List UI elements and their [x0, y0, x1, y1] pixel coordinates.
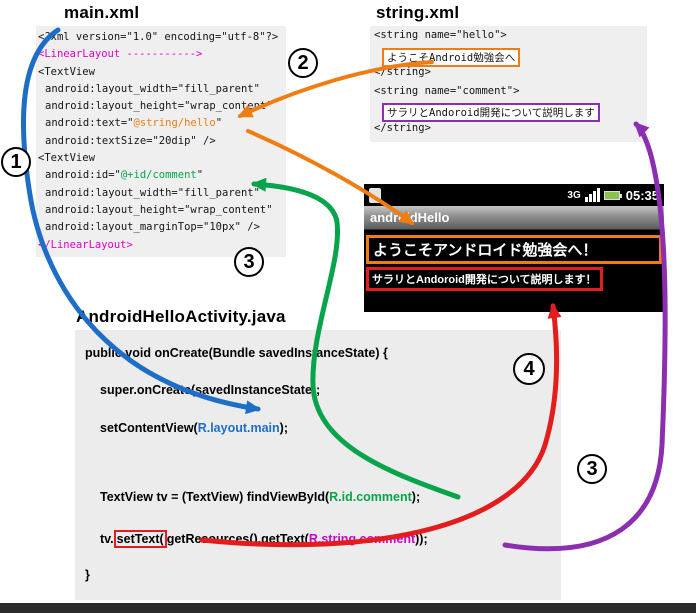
xml-line: android:textSize="20dip" /> [45, 134, 216, 147]
xml-line: <?xml version="1.0" encoding="utf-8"?> [38, 31, 279, 43]
r-id-comment-reference: R.id.comment [329, 490, 412, 504]
xml-line-text-attr: android:text="@string/hello" [38, 115, 284, 132]
xml-line: <string name="comment"> [374, 84, 520, 97]
xml-line: <string name="hello"> [374, 29, 507, 41]
string-hello-reference: @string/hello [133, 117, 216, 130]
java-code-block: public void onCreate(Bundle savedInstanc… [75, 330, 561, 600]
xml-line: </string> [374, 66, 431, 79]
signal-strength-icon [584, 188, 600, 202]
xml-line: android:layout_width="fill_parent" [45, 186, 260, 199]
step-3-badge-right: 3 [577, 454, 607, 484]
step-3-badge-left: 3 [234, 247, 264, 277]
id-comment-reference: @+id/comment [120, 169, 197, 182]
xml-line: <TextView [38, 65, 95, 78]
code-token: android:text=" [45, 117, 134, 130]
string-xml-title: string.xml [376, 3, 460, 22]
comment-text-display: サラリとAndoroid開発について説明します！ [366, 267, 603, 291]
comment-string-highlight: サラリとAndoroid開発について説明します [382, 103, 600, 123]
hello-text-display: ようこそアンドロイド勉強会へ！ [366, 235, 662, 264]
java-line: public void onCreate(Bundle savedInstanc… [85, 346, 388, 360]
string-xml-code-block: <string name="hello"> ようこそAndroid勉強会へ </… [370, 26, 647, 142]
status-bar: 3G 05:35 [364, 184, 664, 206]
xml-line: <TextView [38, 152, 95, 165]
step-4-badge: 4 [513, 353, 545, 385]
phone-screenshot: 3G 05:35 androidHello ようこそアンドロイド勉強会へ！ サラ… [364, 184, 664, 312]
bottom-bar [0, 603, 696, 613]
r-string-comment-reference: R.string.comment [308, 532, 416, 546]
main-xml-code-block: <?xml version="1.0" encoding="utf-8"?> <… [36, 26, 286, 257]
java-file-title: AndroidHelloActivity.java [76, 307, 286, 326]
xml-line: android:layout_marginTop="10px" /> [45, 221, 260, 234]
code-token: ); [411, 490, 421, 504]
code-token: android:id=" [45, 169, 121, 182]
java-line-settext: tv.setText(getResources().getText(R.stri… [100, 530, 428, 548]
r-layout-main-reference: R.layout.main [197, 421, 280, 435]
java-line-setcontentview: setContentView(R.layout.main); [100, 421, 288, 435]
main-xml-title: main.xml [64, 3, 140, 22]
code-token: ); [279, 421, 288, 435]
code-token: " [196, 169, 204, 182]
notification-icon [369, 187, 381, 203]
java-line: } [85, 568, 90, 582]
xml-line: android:layout_width="fill_parent" [45, 82, 260, 95]
xml-line: </string> [374, 121, 431, 134]
xml-line-id-attr: android:id="@+id/comment" [38, 167, 284, 184]
hello-string-highlight: ようこそAndroid勉強会へ [382, 47, 521, 67]
xml-line: android:layout_height="wrap_content" [45, 100, 273, 113]
app-title-bar: androidHello [364, 206, 664, 230]
xml-line-linearlayout-open: <LinearLayout -----------> [38, 48, 203, 61]
xml-line-hello-value: ようこそAndroid勉強会へ [374, 47, 643, 67]
code-token: )); [415, 532, 428, 546]
java-line: super.onCreate(savedInstanceState); [100, 383, 321, 397]
step-2-badge: 2 [288, 48, 318, 78]
status-clock: 05:35 [625, 187, 659, 203]
battery-icon [603, 190, 622, 200]
code-token: TextView tv = (TextView) findViewById( [100, 490, 330, 504]
step-1-badge: 1 [1, 147, 31, 177]
code-token: setContentView( [100, 421, 198, 435]
code-token: getResources().getText( [166, 532, 309, 546]
network-3g-icon: 3G [567, 189, 581, 201]
code-token: " [215, 117, 223, 130]
xml-line-comment-value: サラリとAndoroid開発について説明します [374, 103, 643, 123]
code-token: tv. [100, 532, 114, 546]
xml-line: android:layout_height="wrap_content" [45, 203, 273, 216]
java-line-findviewbyid: TextView tv = (TextView) findViewById(R.… [100, 490, 420, 504]
settext-highlight: setText( [113, 530, 167, 548]
